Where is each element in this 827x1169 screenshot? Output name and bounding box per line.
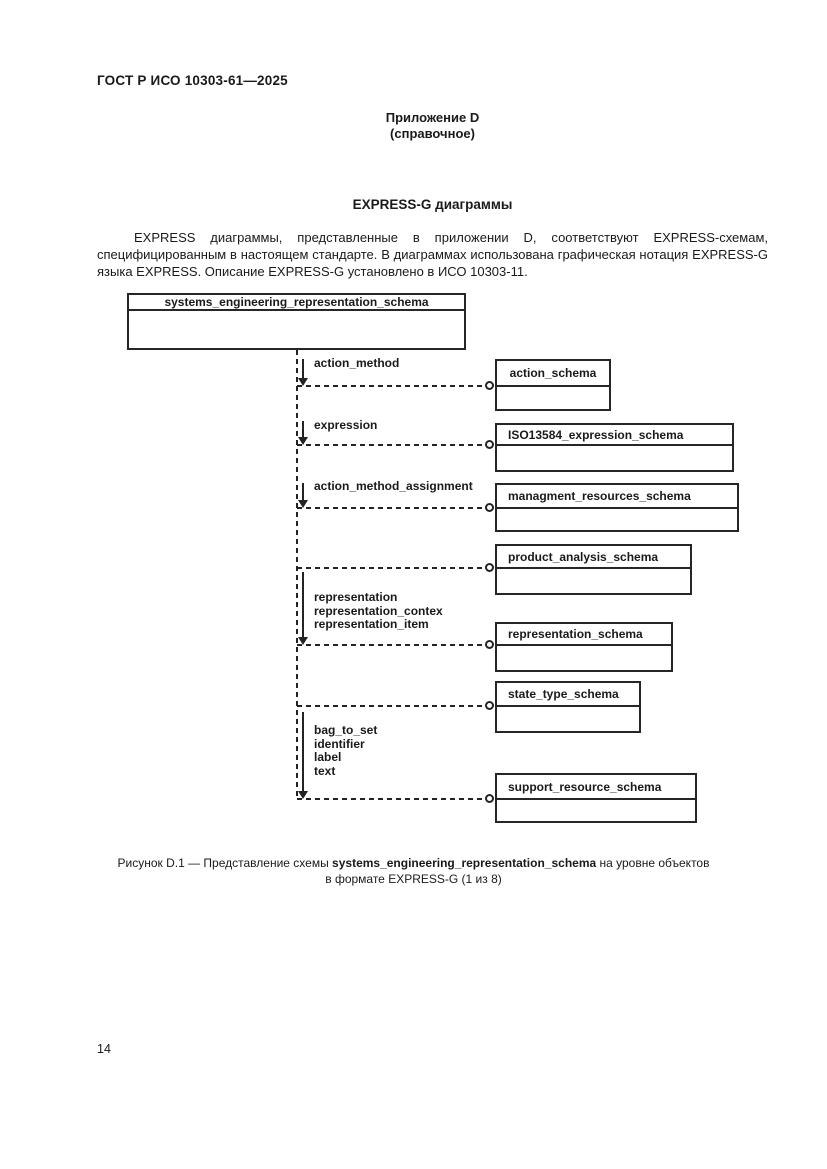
dashed-connector-line — [297, 567, 485, 569]
schema-name: product_analysis_schema — [497, 546, 690, 569]
schema-name: state_type_schema — [497, 683, 639, 707]
dashed-connector-line — [297, 705, 485, 707]
relation-label: text — [314, 763, 336, 778]
appendix-title: Приложение D — [385, 110, 480, 125]
page-reference-circle-icon — [485, 381, 494, 390]
intro-paragraph: EXPRESS диаграммы, представленные в прил… — [97, 230, 768, 280]
relation-arrow-icon — [298, 572, 308, 645]
relation-label: representation — [314, 590, 398, 604]
schema-name: managment_resources_schema — [497, 485, 737, 509]
schema-box-target: managment_resources_schema — [495, 483, 739, 532]
relation-label: identifier — [314, 736, 365, 751]
figure-caption: Рисунок D.1 — Представление схемы system… — [78, 856, 749, 887]
relation-label: expression — [314, 418, 378, 432]
relation-label: representation_contex — [314, 603, 443, 618]
express-g-diagram: systems_engineering_representation_schem… — [127, 293, 739, 823]
relation-arrow-icon — [298, 359, 308, 386]
page-reference-circle-icon — [485, 440, 494, 449]
relation-label: representation_item — [314, 617, 429, 631]
relation-label: bag_to_set — [314, 723, 378, 737]
schema-name-root: systems_engineering_representation_schem… — [129, 295, 464, 311]
caption-schema-name: systems_engineering_representation_schem… — [332, 856, 597, 870]
page-reference-circle-icon — [485, 701, 494, 710]
schema-name: support_resource_schema — [497, 775, 695, 800]
dashed-connector-line — [297, 507, 485, 509]
schema-name: ISO13584_expression_schema — [497, 425, 732, 446]
page-reference-circle-icon — [485, 503, 494, 512]
relation-labels: bag_to_set identifier label text — [314, 723, 378, 778]
appendix-heading: Приложение D (справочное) — [97, 110, 768, 142]
schema-box-target: support_resource_schema — [495, 773, 697, 823]
dashed-connector-line — [297, 444, 485, 446]
schema-box-root: systems_engineering_representation_schem… — [127, 293, 466, 350]
schema-box-target: state_type_schema — [495, 681, 641, 733]
page-number: 14 — [97, 1042, 111, 1056]
section-title: EXPRESS-G диаграммы — [352, 197, 513, 212]
caption-text-before: Рисунок D.1 — Представление схемы — [117, 856, 333, 870]
relation-labels: action_method_assignment — [314, 479, 473, 494]
dashed-connector-line — [297, 385, 485, 387]
relation-arrow-icon — [298, 712, 308, 799]
relation-labels: expression — [314, 418, 378, 433]
relation-arrow-icon — [298, 483, 308, 508]
standard-designation: ГОСТ Р ИСО 10303-61—2025 — [97, 73, 288, 88]
schema-box-target: representation_schema — [495, 622, 673, 672]
dashed-connector-line — [297, 798, 485, 800]
relation-arrow-icon — [298, 421, 308, 445]
page-reference-circle-icon — [485, 563, 494, 572]
dashed-trunk-line — [296, 350, 298, 800]
relation-label: label — [314, 750, 342, 764]
dashed-connector-line — [297, 644, 485, 646]
relation-label: action_method_assignment — [314, 479, 473, 493]
relation-label: action_method — [314, 356, 400, 370]
schema-name: representation_schema — [497, 624, 671, 646]
relation-labels: representation representation_contex rep… — [314, 590, 443, 632]
relation-labels: action_method — [314, 356, 400, 371]
figure-caption-line1: Рисунок D.1 — Представление схемы system… — [78, 856, 749, 872]
schema-box-target: action_schema — [495, 359, 611, 411]
page-reference-circle-icon — [485, 794, 494, 803]
figure-caption-line2: в формате EXPRESS-G (1 из 8) — [325, 871, 502, 886]
caption-text-after: на уровне объектов — [596, 856, 710, 870]
schema-name: action_schema — [497, 361, 609, 387]
page-reference-circle-icon — [485, 640, 494, 649]
schema-box-target: ISO13584_expression_schema — [495, 423, 734, 472]
appendix-note: (справочное) — [390, 126, 475, 141]
schema-box-target: product_analysis_schema — [495, 544, 692, 595]
